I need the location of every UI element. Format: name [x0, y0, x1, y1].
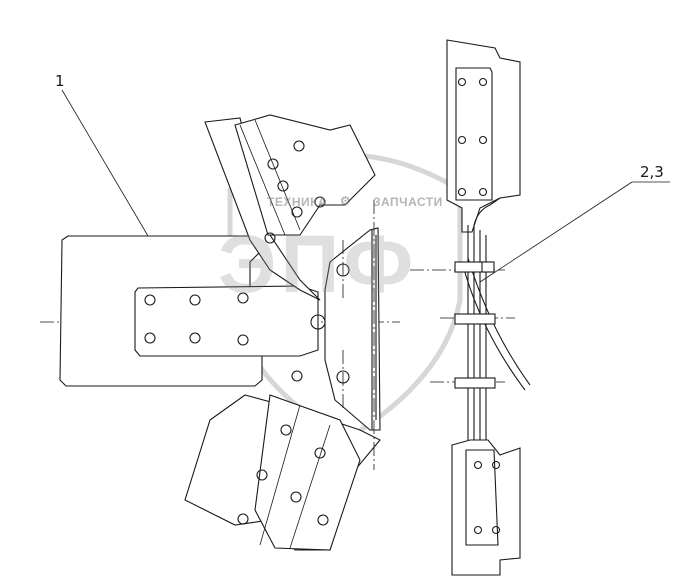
- watermark-gear-icon: ⚙: [340, 194, 352, 208]
- watermark-brand-right: ЗАПЧАСТИ: [373, 195, 443, 209]
- leader-line-2: [479, 181, 633, 283]
- watermark-logo-letters: ЭПФ: [218, 219, 418, 310]
- fan-blade-left: [59, 235, 319, 387]
- side-view-bracket: [446, 39, 531, 576]
- callout-label-1: 1: [55, 72, 65, 90]
- fan-blade-lower: [184, 370, 381, 551]
- callout-label-2-3: 2,3: [640, 163, 664, 181]
- leader-line-1: [61, 89, 149, 237]
- fan-hub: [310, 200, 381, 470]
- fan-blade-upper: [204, 114, 376, 301]
- watermark-brand-left: ТЕХНИКА: [267, 195, 328, 209]
